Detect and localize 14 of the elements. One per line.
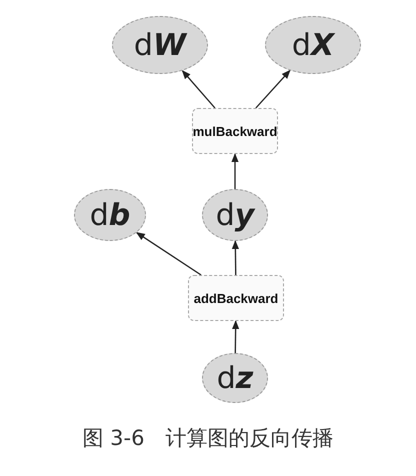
gradient-ellipse: dz bbox=[202, 353, 268, 403]
arrow bbox=[232, 320, 240, 353]
arrow bbox=[232, 240, 240, 275]
figure-caption: 图 3-6 计算图的反向传播 bbox=[82, 425, 334, 452]
arrow bbox=[136, 232, 202, 276]
gradient-ellipse: dy bbox=[202, 189, 268, 241]
gradient-ellipse: db bbox=[74, 189, 146, 241]
arrow bbox=[255, 70, 291, 108]
arrow bbox=[182, 70, 216, 108]
arrow bbox=[231, 153, 239, 189]
operation-box: addBackward bbox=[188, 275, 284, 321]
gradient-ellipse: dW bbox=[112, 16, 208, 74]
operation-box: mulBackward bbox=[192, 108, 278, 154]
gradient-ellipse: dX bbox=[265, 16, 361, 74]
